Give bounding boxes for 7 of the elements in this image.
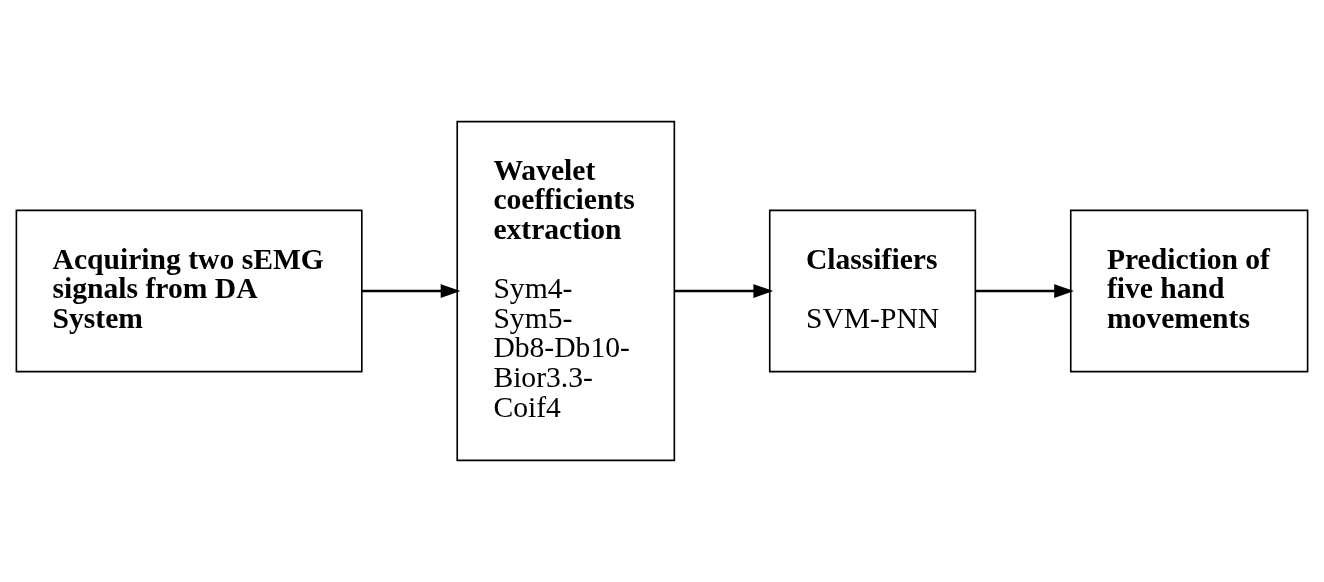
arrow: [362, 284, 461, 298]
arrow: [975, 284, 1074, 298]
arrow: [674, 284, 774, 298]
node-box: Prediction of five hand movements: [1069, 209, 1309, 373]
node-box: Wavelet coefficients extraction Sym4- Sym5- Db8-Db10- Bior3.3- Coif4: [456, 120, 676, 462]
node-box: Classifiers SVM-PNN: [768, 209, 977, 373]
node-box: Acquiring two sEMG signals from DA System: [15, 209, 363, 373]
